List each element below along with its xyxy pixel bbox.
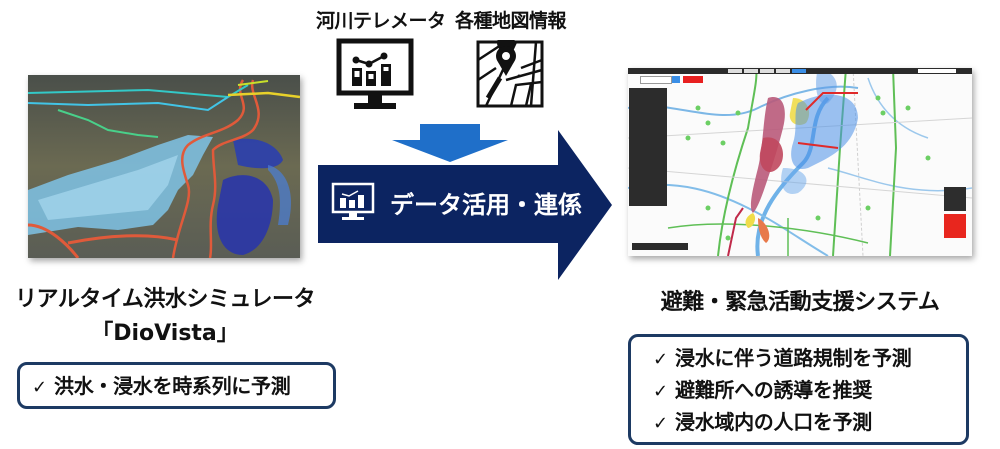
map-tab-active[interactable] [792, 69, 806, 73]
down-arrow-icon [390, 122, 510, 168]
feature-item: ✓ 洪水・浸水を時系列に予測 [32, 371, 333, 403]
feature-text: 洪水・浸水を時系列に予測 [54, 374, 291, 398]
data-utilization-arrow [316, 128, 616, 287]
evacuation-system-title: 避難・緊急活動支援システム [660, 290, 940, 315]
check-icon: ✓ [653, 349, 668, 370]
simulator-title: リアルタイム洪水シミュレータ [15, 287, 315, 312]
simulator-name: 「DioVista」 [91, 321, 239, 346]
monitor-chart-icon [331, 182, 375, 228]
feature-item: ✓ 浸水域内の人口を予測 [653, 407, 966, 439]
simulator-features-box: ✓ 洪水・浸水を時系列に予測 [17, 362, 336, 409]
map-tab[interactable] [728, 69, 742, 73]
feature-text: 浸水域内の人口を予測 [675, 410, 872, 434]
map-blue-button[interactable] [672, 76, 680, 83]
map-scale-bar [632, 243, 688, 250]
feature-item: ✓ 避難所への誘導を推奨 [653, 375, 966, 407]
map-tab[interactable] [760, 69, 774, 73]
map-pin-icon [476, 34, 544, 112]
check-icon: ✓ [32, 377, 47, 398]
feature-item: ✓ 浸水に伴う道路規制を予測 [653, 343, 966, 375]
map-red-button[interactable] [683, 76, 703, 83]
river-telemeter-label: 河川テレメータ [316, 10, 446, 32]
evacuation-system-screenshot [628, 68, 972, 256]
map-datetime-field[interactable] [640, 76, 672, 84]
feature-text: 避難所への誘導を推奨 [675, 378, 872, 402]
map-tab[interactable] [776, 69, 790, 73]
flood-simulation-image [28, 75, 300, 258]
map-toolbar [628, 68, 972, 74]
map-layer-panel[interactable] [629, 88, 667, 206]
data-utilization-label: データ活用・連係 [390, 191, 582, 219]
check-icon: ✓ [653, 381, 668, 402]
map-tab[interactable] [744, 69, 758, 73]
map-alert-stat [944, 214, 966, 238]
evacuation-features-box: ✓ 浸水に伴う道路規制を予測 ✓ 避難所への誘導を推奨 ✓ 浸水域内の人口を予測 [628, 334, 969, 445]
map-population-stat [944, 187, 966, 211]
map-info-label: 各種地図情報 [455, 10, 567, 32]
check-icon: ✓ [653, 413, 668, 434]
map-search-field[interactable] [918, 69, 956, 73]
monitor-chart-icon [336, 38, 414, 118]
feature-text: 浸水に伴う道路規制を予測 [675, 346, 912, 370]
